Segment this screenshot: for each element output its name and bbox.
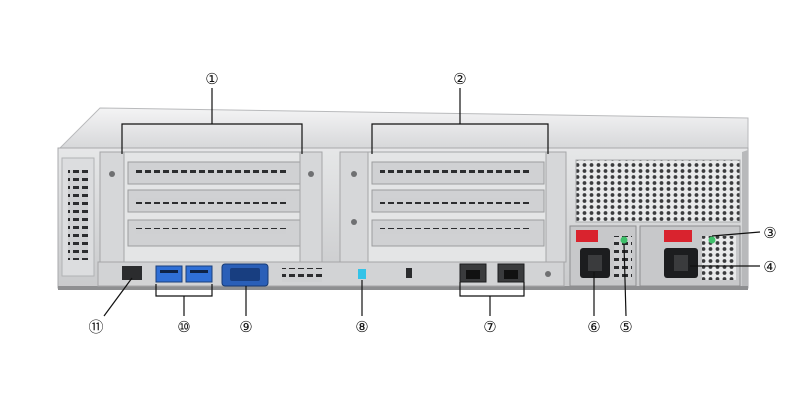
callout-3: ③ <box>763 225 776 242</box>
uid-button[interactable] <box>358 269 366 279</box>
callout-9: ⑨ <box>239 319 252 336</box>
callout-5: ⑤ <box>619 319 632 336</box>
io-panel <box>97 261 565 287</box>
callout-8: ⑧ <box>355 319 368 336</box>
pcie-riser-2 <box>339 151 567 263</box>
rear-vent-grille <box>575 159 741 223</box>
chassis-bottom <box>58 286 748 290</box>
usb-port-2[interactable] <box>185 265 213 283</box>
chassis-top <box>58 107 749 153</box>
serial-port[interactable] <box>122 266 142 280</box>
psu-2-release-tab[interactable] <box>664 230 692 242</box>
callout-2: ② <box>453 71 466 88</box>
callout-11: ⑪ <box>88 319 103 336</box>
psu-1-status-led <box>620 236 628 244</box>
callouts: ① ② ③ ④ ⑤ ⑥ ⑦ ⑧ ⑨ ⑩ ⑪ <box>88 71 776 336</box>
pcie-riser-1 <box>99 151 323 263</box>
power-supply-2 <box>639 225 741 287</box>
left-vent-panel <box>61 157 95 277</box>
power-supply-1 <box>569 225 637 287</box>
callout-10: ⑩ <box>177 319 190 336</box>
chassis-side <box>742 150 748 290</box>
psu-1-release-tab[interactable] <box>576 230 598 242</box>
usb-port-1[interactable] <box>155 265 183 283</box>
callout-1: ① <box>205 71 218 88</box>
callout-6: ⑥ <box>587 319 600 336</box>
psu-2-status-led <box>708 236 716 244</box>
callout-7: ⑦ <box>483 319 496 336</box>
leader-lines <box>103 88 761 317</box>
callout-4: ④ <box>763 259 776 276</box>
